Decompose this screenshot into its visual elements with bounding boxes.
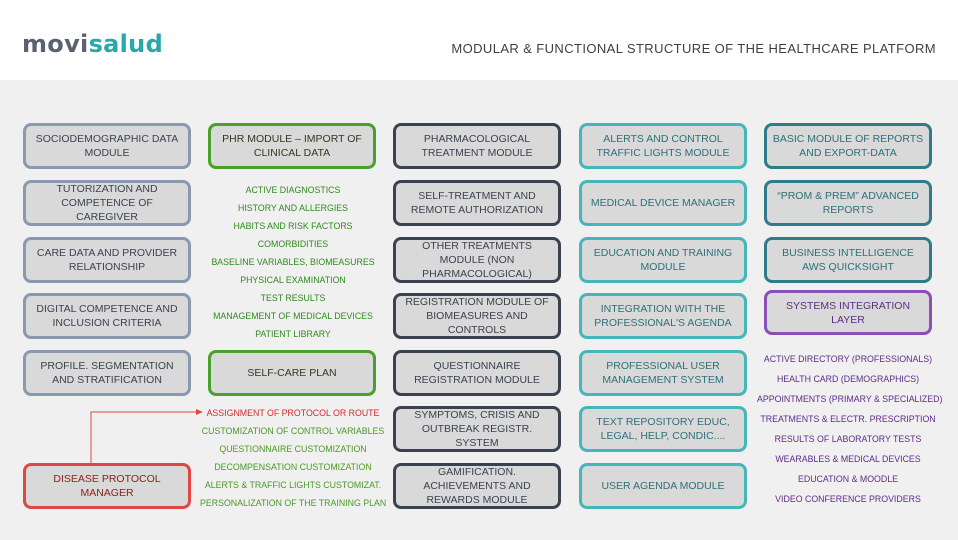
module-registration-biomeasures[interactable]: REGISTRATION MODULE OF BIOMEASURES AND C…	[393, 293, 561, 339]
list-item: ACTIVE DIRECTORY (PROFESSIONALS)	[763, 354, 933, 364]
list-item: WEARABLES & MEDICAL DEVICES	[775, 454, 921, 464]
module-pharmacological-treatment[interactable]: PHARMACOLOGICAL TREATMENT MODULE	[393, 123, 561, 169]
list-item: PATIENT LIBRARY	[255, 329, 331, 339]
module-sociodemographic-data[interactable]: SOCIODEMOGRAPHIC DATA MODULE	[23, 123, 191, 169]
module-user-agenda[interactable]: USER AGENDA MODULE	[579, 463, 747, 509]
list-item: PERSONALIZATION OF THE TRAINING PLAN	[200, 498, 387, 508]
module-symptoms-crisis[interactable]: SYMPTOMS, CRISIS AND OUTBREAK REGISTR. S…	[393, 406, 561, 452]
list-item: QUESTIONNAIRE CUSTOMIZATION	[219, 444, 367, 454]
module-systems-integration-layer[interactable]: SYSTEMS INTEGRATION LAYER	[764, 290, 932, 335]
integration-systems-list: ACTIVE DIRECTORY (PROFESSIONALS) HEALTH …	[757, 349, 943, 509]
module-self-treatment[interactable]: SELF-TREATMENT AND REMOTE AUTHORIZATION	[393, 180, 561, 226]
module-professional-user-management[interactable]: PROFESSIONAL USER MANAGEMENT SYSTEM	[579, 350, 747, 396]
logo-text-salud: salud	[88, 30, 164, 58]
module-phr-import[interactable]: PHR MODULE – IMPORT OF CLINICAL DATA	[208, 123, 376, 169]
page-title: MODULAR & FUNCTIONAL STRUCTURE OF THE HE…	[451, 41, 936, 56]
list-item: COMORBIDITIES	[257, 239, 329, 249]
logo-text-movi: movi	[22, 30, 89, 58]
module-self-care-plan[interactable]: SELF-CARE PLAN	[208, 350, 376, 396]
list-item: EDUCATION & MOODLE	[797, 474, 899, 484]
list-item: DECOMPENSATION CUSTOMIZATION	[214, 462, 372, 472]
module-tutorization-caregiver[interactable]: TUTORIZATION AND COMPETENCE OF CAREGIVER	[23, 180, 191, 226]
list-item: PHYSICAL EXAMINATION	[240, 275, 346, 285]
list-item: RESULTS OF LABORATORY TESTS	[774, 434, 922, 444]
module-basic-reports[interactable]: BASIC MODULE OF REPORTS AND EXPORT-DATA	[764, 123, 932, 169]
list-item: MANAGEMENT OF MEDICAL DEVICES	[213, 311, 373, 321]
list-item: CUSTOMIZATION OF CONTROL VARIABLES	[201, 426, 385, 436]
module-disease-protocol-manager[interactable]: DISEASE PROTOCOL MANAGER	[23, 463, 191, 509]
module-profile-segmentation[interactable]: PROFILE. SEGMENTATION AND STRATIFICATION	[23, 350, 191, 396]
module-education-training[interactable]: EDUCATION AND TRAINING MODULE	[579, 237, 747, 283]
module-alerts-traffic-lights[interactable]: ALERTS AND CONTROL TRAFFIC LIGHTS MODULE	[579, 123, 747, 169]
protocol-customization-list: ASSIGNMENT OF PROTOCOL OR ROUTE CUSTOMIZ…	[200, 404, 386, 512]
module-prom-prem-reports[interactable]: “PROM & PREM” ADVANCED REPORTS	[764, 180, 932, 226]
module-text-repository[interactable]: TEXT REPOSITORY EDUC, LEGAL, HELP, CONDI…	[579, 406, 747, 452]
module-other-treatments[interactable]: OTHER TREATMENTS MODULE (NON PHARMACOLOG…	[393, 237, 561, 283]
module-professional-agenda-integration[interactable]: INTEGRATION WITH THE PROFESSIONAL'S AGEN…	[579, 293, 747, 339]
list-item: ASSIGNMENT OF PROTOCOL OR ROUTE	[206, 408, 380, 418]
list-item: HISTORY AND ALLERGIES	[237, 203, 348, 213]
module-digital-competence[interactable]: DIGITAL COMPETENCE AND INCLUSION CRITERI…	[23, 293, 191, 339]
list-item: ACTIVE DIAGNOSTICS	[245, 185, 341, 195]
movisalud-logo: movisalud	[22, 30, 163, 58]
phr-feature-list: ACTIVE DIAGNOSTICS HISTORY AND ALLERGIES…	[200, 181, 386, 343]
list-item: APPOINTMENTS (PRIMARY & SPECIALIZED)	[757, 394, 943, 404]
list-item: ALERTS & TRAFFIC LIGHTS CUSTOMIZAT.	[204, 480, 382, 490]
module-gamification[interactable]: GAMIFICATION. ACHIEVEMENTS AND REWARDS M…	[393, 463, 561, 509]
list-item: BASELINE VARIABLES, BIOMEASURES	[211, 257, 375, 267]
module-questionnaire-registration[interactable]: QUESTIONNAIRE REGISTRATION MODULE	[393, 350, 561, 396]
list-item: HEALTH CARD (DEMOGRAPHICS)	[776, 374, 920, 384]
header: movisalud MODULAR & FUNCTIONAL STRUCTURE…	[0, 0, 958, 80]
list-item: HABITS AND RISK FACTORS	[233, 221, 353, 231]
module-care-data-provider[interactable]: CARE DATA AND PROVIDER RELATIONSHIP	[23, 237, 191, 283]
list-item: VIDEO CONFERENCE PROVIDERS	[775, 494, 921, 504]
list-item: TEST RESULTS	[260, 293, 326, 303]
module-business-intelligence[interactable]: BUSINESS INTELLIGENCE AWS QUICKSIGHT	[764, 237, 932, 283]
list-item: TREATMENTS & ELECTR. PRESCRIPTION	[760, 414, 936, 424]
module-medical-device-manager[interactable]: MEDICAL DEVICE MANAGER	[579, 180, 747, 226]
